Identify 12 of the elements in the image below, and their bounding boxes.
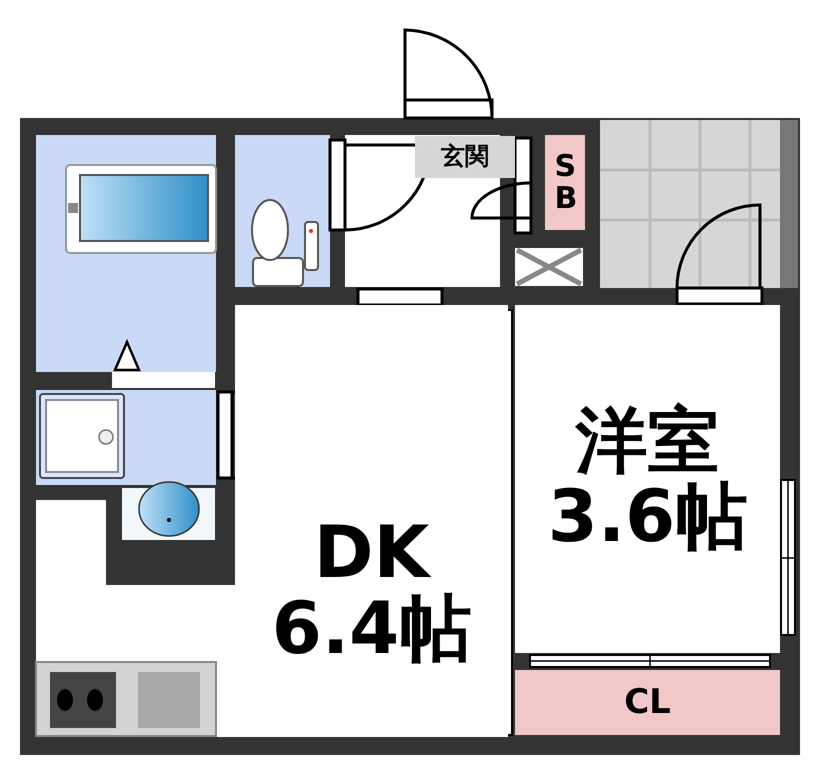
room-name: 玄関 <box>441 144 489 170</box>
room-area: 3.6帖 <box>548 479 748 555</box>
room-name: DK <box>314 515 430 591</box>
room <box>515 670 780 735</box>
room-name: CL <box>624 684 671 720</box>
room <box>515 305 780 653</box>
room <box>235 305 508 737</box>
room-area: 6.4帖 <box>272 591 472 667</box>
room <box>545 135 585 230</box>
room-name: SB <box>554 151 576 214</box>
room-name: 洋室 <box>576 403 720 479</box>
room <box>415 136 515 178</box>
